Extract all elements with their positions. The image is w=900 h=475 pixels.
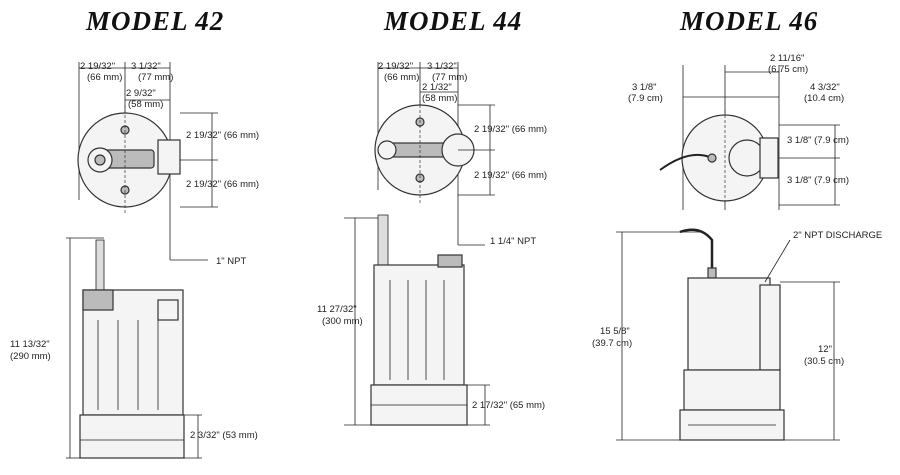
m42-dim-right: 3 1/32" xyxy=(131,61,161,72)
m42-base: 2 3/32" (53 mm) xyxy=(190,430,258,441)
m44-height: 11 27/32" xyxy=(317,304,357,315)
m46-height: 15 5/8" xyxy=(600,326,630,337)
model-44-title: MODEL 44 xyxy=(384,6,523,36)
m44-dim-center: 2 1/32" xyxy=(422,82,452,93)
m42-dim-side-lower: 2 19/32" (66 mm) xyxy=(186,179,259,190)
m42-dim-center-mm: (58 mm) xyxy=(128,99,163,110)
model-46-top-view xyxy=(659,65,840,210)
m44-dim-left-mm: (66 mm) xyxy=(384,72,419,83)
m42-dim-right-mm: (77 mm) xyxy=(138,72,173,83)
m46-dim-side-upper: 3 1/8" (7.9 cm) xyxy=(787,135,849,146)
m42-height: 11 13/32" xyxy=(10,339,50,350)
m42-connection: 1" NPT xyxy=(216,256,246,267)
m46-dim-left-cm: (7.9 cm) xyxy=(628,93,663,104)
m44-dim-center-mm: (58 mm) xyxy=(422,93,457,104)
m42-dim-side-upper: 2 19/32" (66 mm) xyxy=(186,130,259,141)
model-42-title: MODEL 42 xyxy=(86,6,225,36)
model-46-title: MODEL 46 xyxy=(680,6,819,36)
m44-height-mm: (300 mm) xyxy=(322,316,363,327)
m46-dim-right: 4 3/32" xyxy=(810,82,840,93)
model-46-side-view xyxy=(616,228,840,441)
m46-partial-cm: (30.5 cm) xyxy=(804,356,844,367)
m46-dim-top: 2 11/16" xyxy=(770,53,804,64)
m44-dim-side-lower: 2 19/32" (66 mm) xyxy=(474,170,547,181)
model-42-top-view xyxy=(77,62,218,261)
model-44-top-view xyxy=(374,62,495,246)
m46-height-cm: (39.7 cm) xyxy=(592,338,632,349)
m46-dim-top-cm: (6.75 cm) xyxy=(768,64,808,75)
m46-discharge: 2" NPT DISCHARGE xyxy=(793,230,882,241)
m42-height-mm: (290 mm) xyxy=(10,351,51,362)
m46-partial: 12" xyxy=(818,344,832,355)
m42-dim-center: 2 9/32" xyxy=(126,88,156,99)
m44-base: 2 17/32" (65 mm) xyxy=(472,400,545,411)
model-42-side-view xyxy=(66,237,202,459)
m46-dim-side-lower: 3 1/8" (7.9 cm) xyxy=(787,175,849,186)
m44-connection: 1 1/4" NPT xyxy=(490,236,536,247)
m44-dim-right-mm: (77 mm) xyxy=(432,72,467,83)
m44-dim-left: 2 19/32" xyxy=(378,61,413,72)
m42-dim-left-mm: (66 mm) xyxy=(87,72,122,83)
model-44-side-view xyxy=(344,214,490,426)
m44-dim-right: 3 1/32" xyxy=(427,61,457,72)
m46-dim-right-cm: (10.4 cm) xyxy=(804,93,844,104)
m44-dim-side-upper: 2 19/32" (66 mm) xyxy=(474,124,547,135)
m46-dim-left: 3 1/8" xyxy=(632,82,657,93)
m42-dim-left: 2 19/32" xyxy=(80,61,115,72)
